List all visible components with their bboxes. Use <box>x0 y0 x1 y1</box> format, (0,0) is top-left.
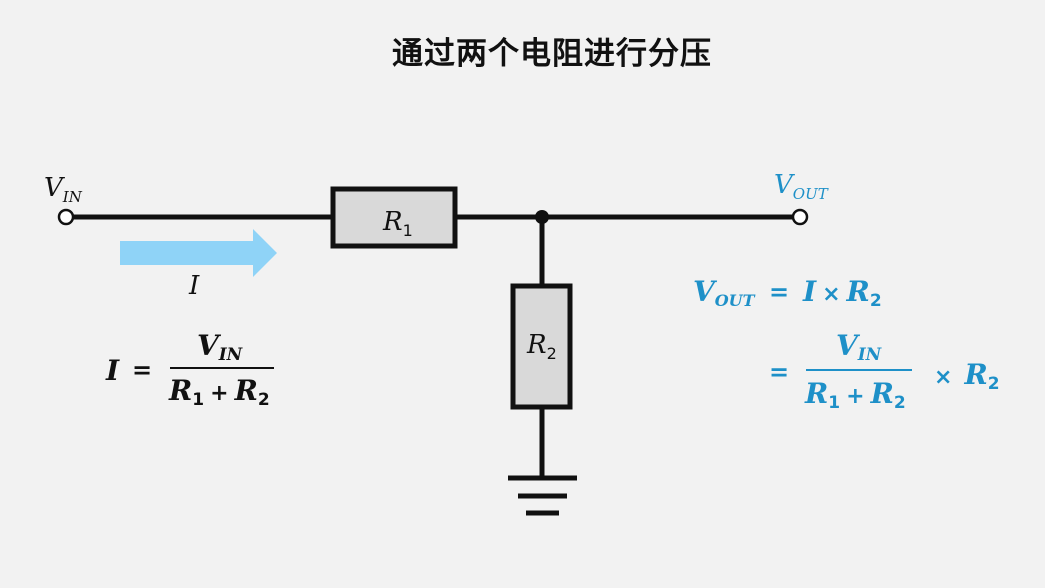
formula-vout-equals-1: = <box>769 278 789 306</box>
ground-symbol <box>508 475 577 516</box>
resistor-r1 <box>330 186 458 249</box>
formula-i-equals: = <box>132 356 152 384</box>
formula-i-numerator: VIN <box>197 329 244 365</box>
formula-vout-equals-2: = <box>769 358 789 386</box>
vin-terminal <box>57 208 75 226</box>
vout-formula: VOUT = I×R2 = VIN R1+R2 ×R2 <box>693 275 1000 413</box>
formula-vout-times-r2: ×R2 <box>934 358 1000 394</box>
vin-label: VIN <box>44 173 83 206</box>
vout-label: VOUT <box>774 170 829 203</box>
formula-vout-lhs: VOUT <box>693 275 756 310</box>
r1-label: R1 <box>382 207 413 240</box>
formula-i-denominator: R1+R2 <box>168 374 270 410</box>
junction-node <box>535 210 549 224</box>
wires <box>71 214 794 477</box>
diagram-title: 通过两个电阻进行分压 <box>392 36 712 72</box>
current-arrow <box>120 229 277 277</box>
vout-terminal <box>791 208 809 226</box>
r2-label: R2 <box>526 330 557 363</box>
resistor-r2 <box>510 283 573 410</box>
formula-i-lhs: I <box>105 354 120 387</box>
formula-vout-numerator: VIN <box>836 329 883 365</box>
formula-vout-denominator: R1+R2 <box>804 377 906 413</box>
formula-vout-product: I×R2 <box>802 275 882 311</box>
current-label: I <box>188 271 200 301</box>
current-formula: I = VIN R1+R2 <box>105 329 274 410</box>
